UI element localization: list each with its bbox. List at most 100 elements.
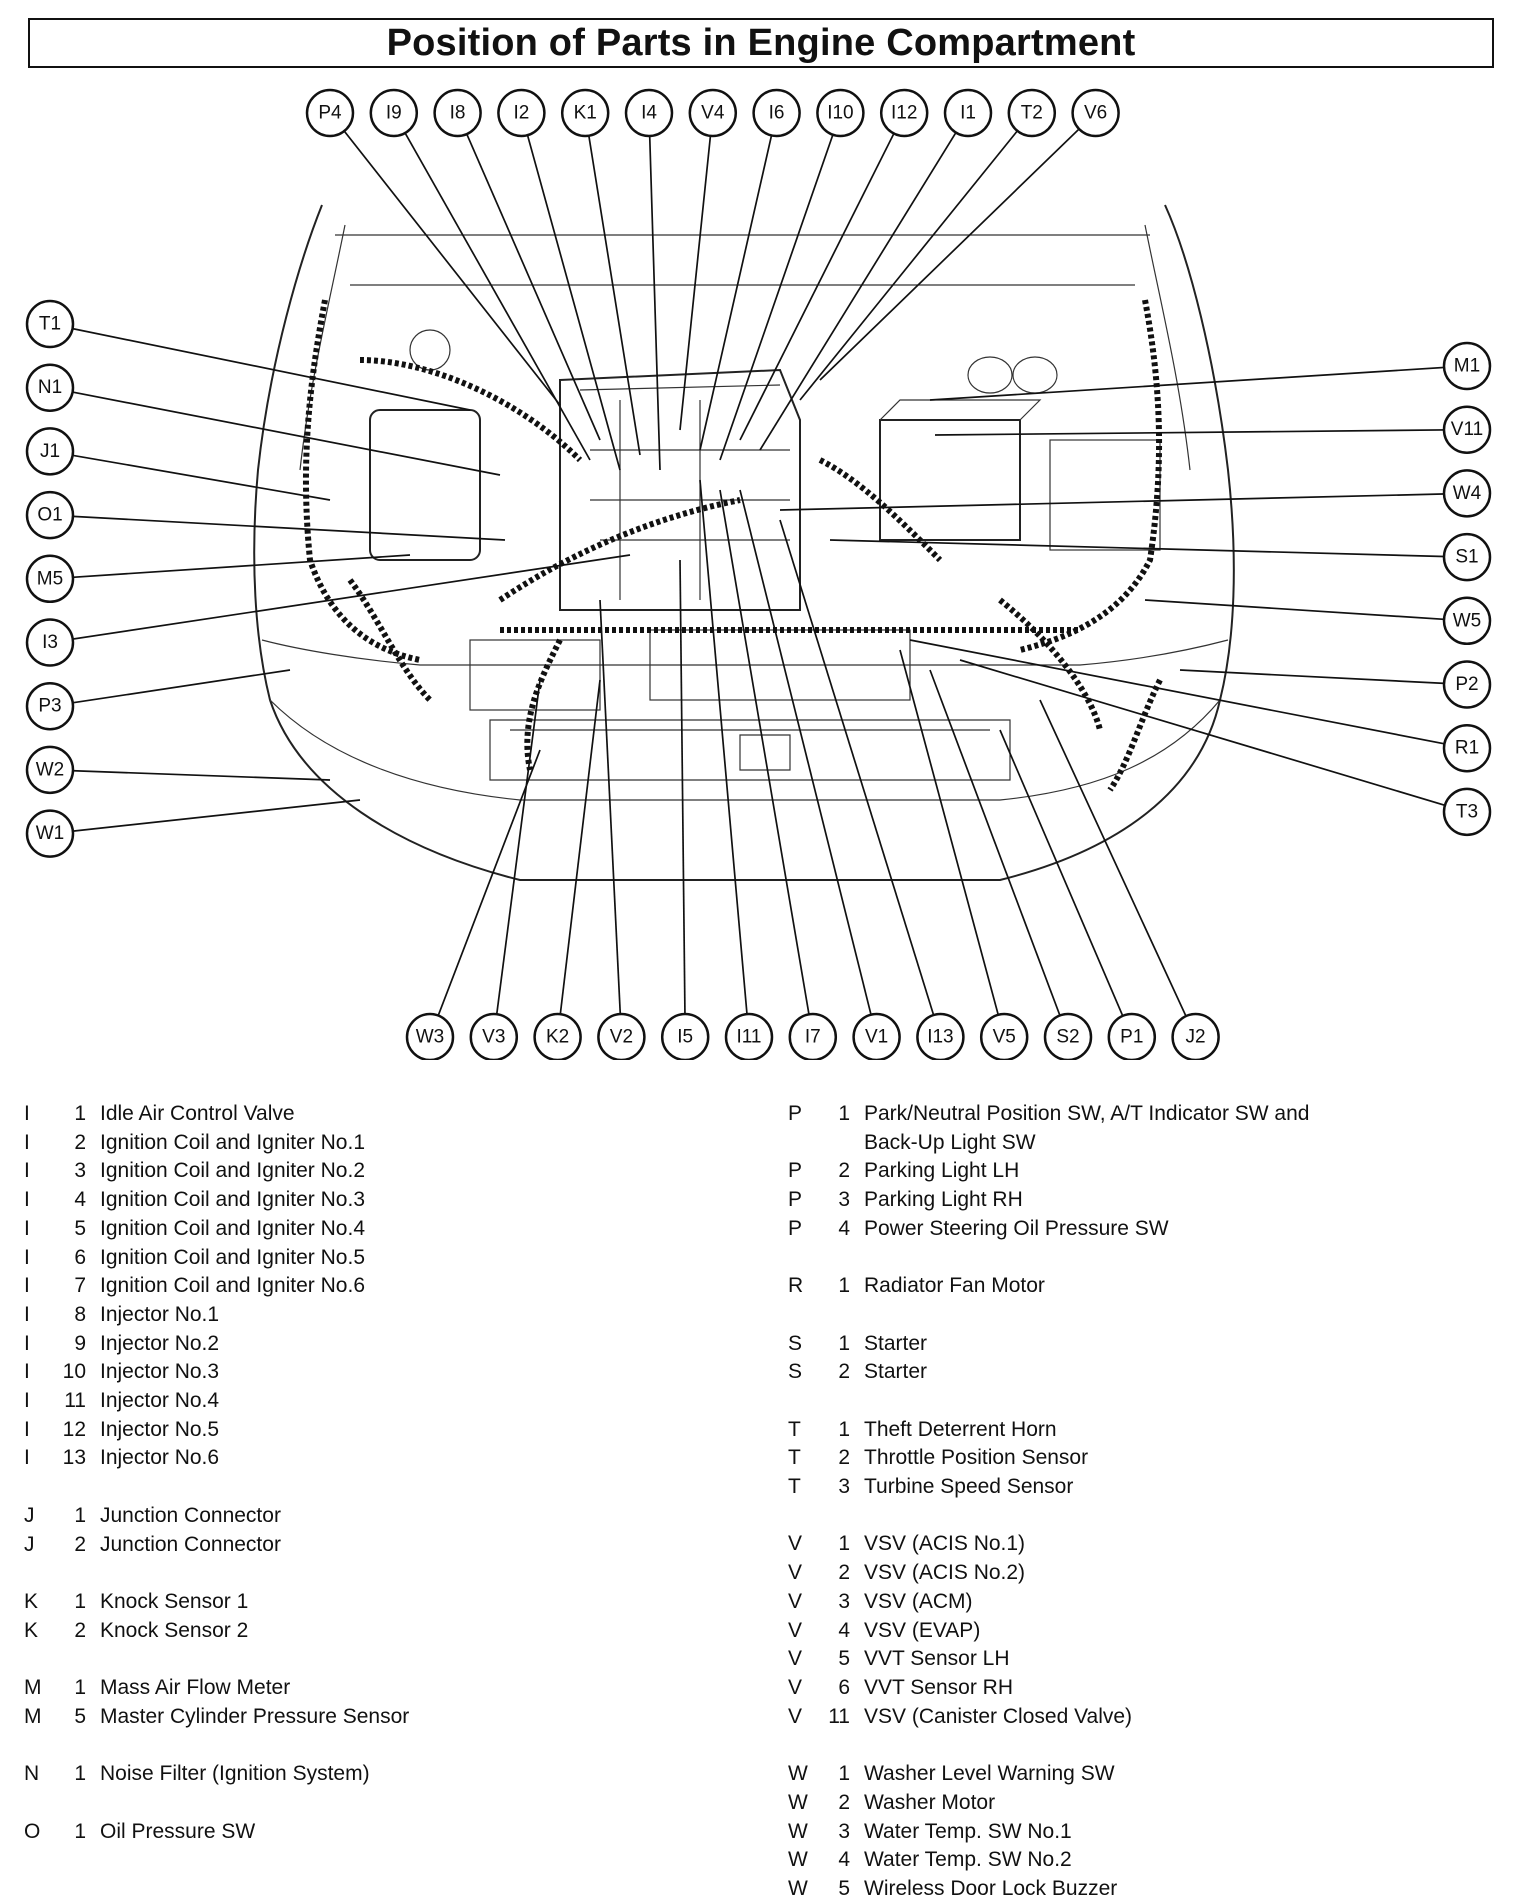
callout-i6: I6	[752, 88, 801, 138]
legend-entry: Back-Up Light SW	[788, 1129, 1309, 1158]
legend-code-number: 6	[838, 1676, 850, 1699]
legend-code-letter: I	[24, 1446, 30, 1470]
legend-code-letter: V	[788, 1647, 803, 1671]
callout-w2: W2	[25, 745, 75, 795]
leader-line-v3	[492, 679, 541, 1038]
legend-description: Radiator Fan Motor	[864, 1274, 1045, 1298]
callout-i5: I5	[660, 1012, 710, 1060]
legend-gap	[788, 1387, 1309, 1416]
callout-v1: V1	[852, 1012, 901, 1060]
svg-text:I9: I9	[386, 103, 402, 124]
legend-code-number: 5	[838, 1876, 850, 1900]
callout-w1: W1	[25, 809, 75, 858]
svg-text:K2: K2	[546, 1027, 569, 1048]
legend-code-number: 1	[838, 1102, 850, 1125]
legend-gap	[788, 1301, 1309, 1330]
callout-v5: V5	[979, 1012, 1029, 1060]
callout-t2: T2	[1007, 88, 1057, 138]
svg-text:V3: V3	[482, 1027, 505, 1048]
svg-text:R1: R1	[1455, 738, 1479, 759]
legend-description: VSV (ACIS No.1)	[864, 1532, 1026, 1556]
wiring-harness	[302, 299, 1163, 792]
legend-code-letter: I	[24, 1389, 30, 1413]
legend-description: Starter	[864, 1331, 928, 1355]
leader-line-v5	[899, 649, 1006, 1038]
leader-line-i6	[699, 112, 778, 451]
legend-description: VSV (Canister Closed Valve)	[864, 1704, 1133, 1728]
legend-description: Injector No.3	[100, 1360, 220, 1384]
legend-description: Wireless Door Lock Buzzer	[864, 1876, 1118, 1900]
legend-code-letter: J	[24, 1532, 35, 1556]
legend-gap	[24, 1473, 409, 1502]
legend-code-number: 2	[838, 1561, 850, 1585]
legend-description: Ignition Coil and Igniter No.4	[100, 1216, 365, 1240]
legend-code-letter: N	[24, 1762, 40, 1786]
legend-code-number: 1	[74, 1819, 86, 1843]
svg-text:S2: S2	[1056, 1027, 1079, 1048]
legend-code-letter: I	[24, 1159, 30, 1183]
svg-text:T3: T3	[1456, 801, 1478, 822]
legend-code-letter: K	[24, 1589, 39, 1613]
legend-code-number: 4	[838, 1848, 850, 1872]
legend-code-letter: I	[24, 1274, 30, 1298]
callout-p2: P2	[1442, 660, 1492, 709]
legend-code-number: 2	[838, 1360, 850, 1384]
callout-s2: S2	[1043, 1012, 1093, 1060]
legend-code-letter: J	[24, 1503, 35, 1527]
svg-text:I8: I8	[450, 103, 466, 124]
svg-text:O1: O1	[37, 505, 62, 526]
svg-text:P2: P2	[1455, 674, 1478, 695]
leader-line-o1	[49, 514, 506, 541]
legend-gap	[24, 1789, 409, 1818]
callout-i2: I2	[497, 88, 546, 138]
legend-code-number: 4	[838, 1618, 850, 1642]
legend-description: Ignition Coil and Igniter No.5	[100, 1245, 365, 1269]
legend-code-number: 2	[838, 1790, 850, 1814]
leader-line-i2	[520, 112, 621, 471]
callout-i13: I13	[916, 1012, 965, 1060]
legend-description: VVT Sensor LH	[864, 1647, 1010, 1671]
legend-code-number: 2	[74, 1130, 86, 1154]
legend-code-number: 2	[838, 1446, 850, 1470]
leader-line-n1	[49, 386, 501, 476]
legend-code-number: 1	[838, 1532, 850, 1556]
legend-code-letter: I	[24, 1216, 30, 1240]
svg-text:I13: I13	[927, 1027, 953, 1048]
legend-code-number: 3	[838, 1589, 850, 1613]
legend-code-number: 2	[74, 1618, 86, 1642]
svg-text:J1: J1	[40, 441, 60, 462]
leader-line-i8	[456, 112, 601, 441]
leader-line-w1	[49, 799, 361, 835]
leader-line-j1	[49, 450, 331, 501]
callout-i4: I4	[624, 88, 674, 138]
legend-code-number: 4	[838, 1216, 850, 1240]
legend-code-letter: I	[24, 1188, 30, 1212]
leader-line-t2	[799, 112, 1033, 401]
leader-line-w5	[1144, 599, 1468, 622]
legend-description: Noise Filter (Ignition System)	[100, 1762, 370, 1786]
legend-description: VVT Sensor RH	[864, 1676, 1013, 1699]
legend-description: Mass Air Flow Meter	[100, 1676, 291, 1700]
leader-line-i9	[393, 112, 591, 461]
legend-code-number: 5	[74, 1216, 86, 1240]
callout-j2: J2	[1171, 1012, 1220, 1060]
svg-text:T2: T2	[1021, 103, 1043, 124]
legend-code-number: 1	[838, 1331, 850, 1355]
callout-j1: J1	[25, 427, 75, 476]
legend-code-letter: P	[788, 1159, 803, 1183]
